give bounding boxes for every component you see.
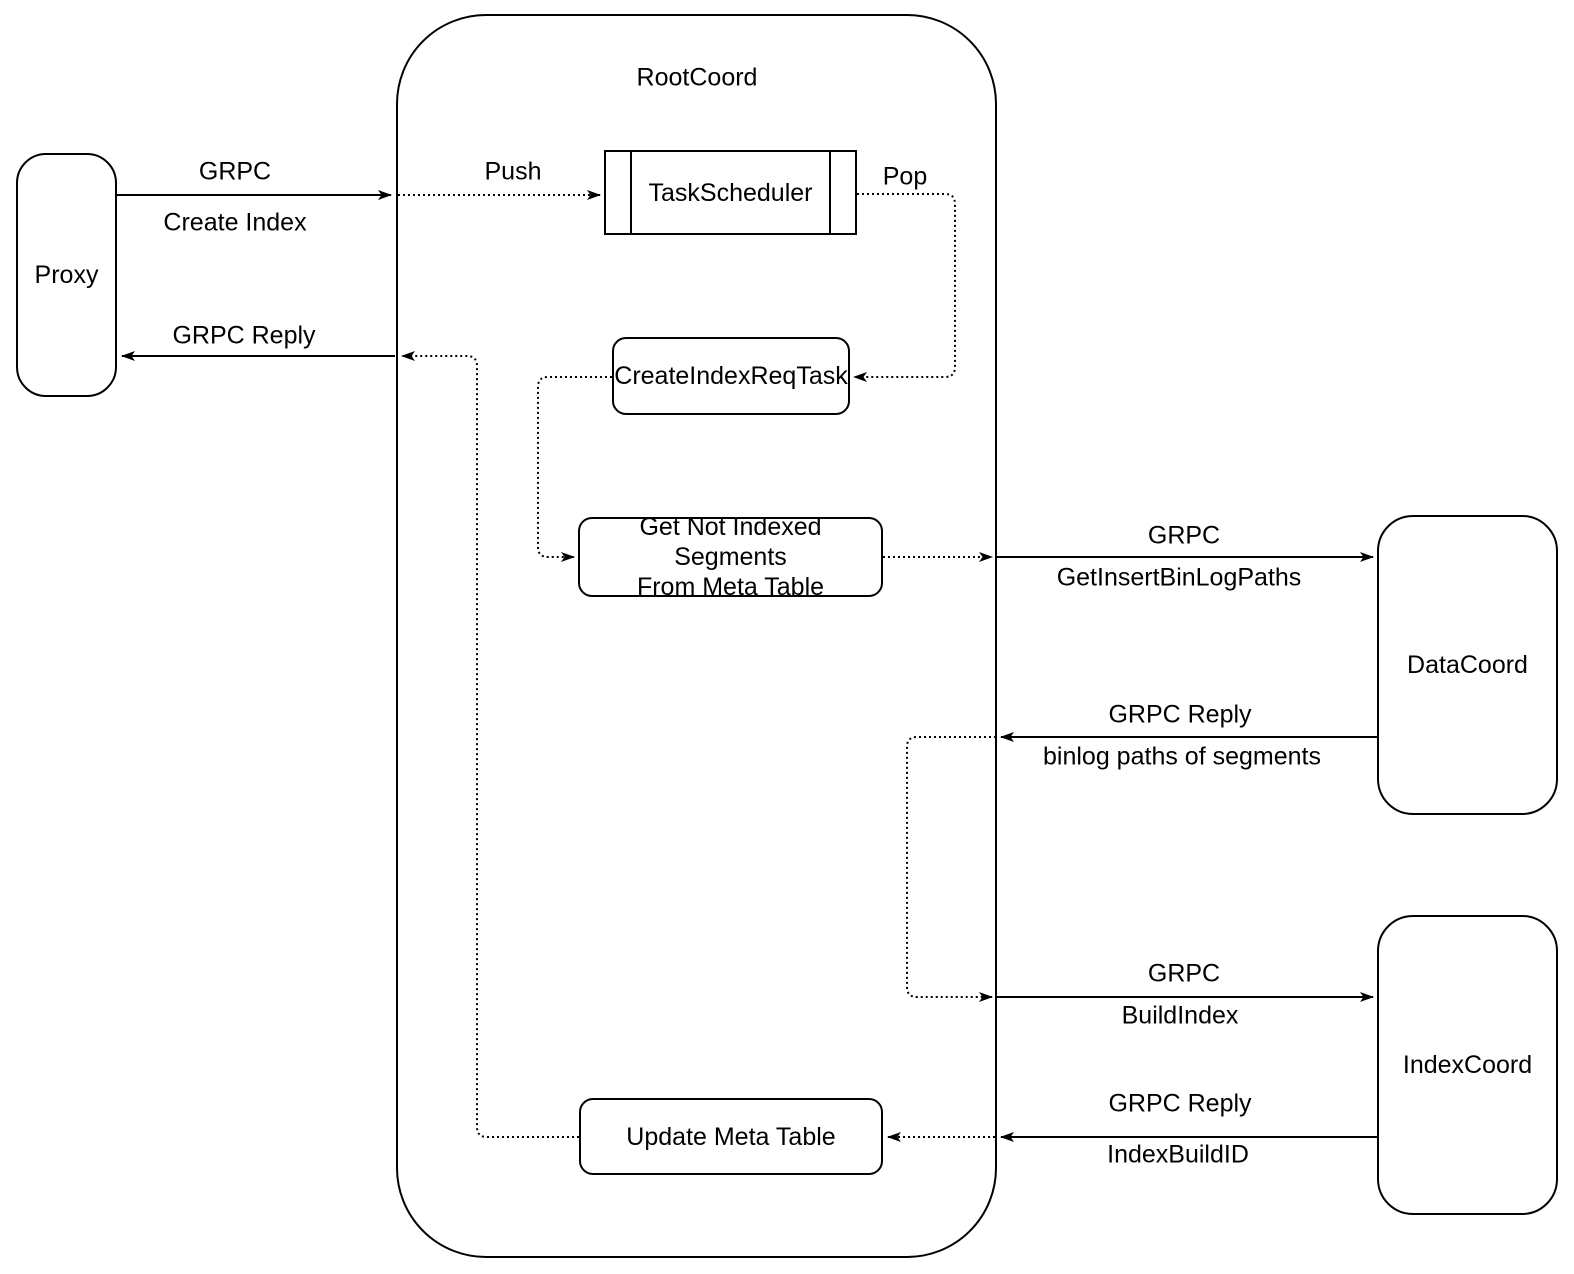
label-grpc-reply-proxy: GRPC Reply <box>172 321 316 350</box>
node-rootcoord-label: RootCoord <box>636 63 758 92</box>
label-grpc-create-index-1: GRPC <box>198 157 272 186</box>
node-index-coord-label: IndexCoord <box>1402 1051 1533 1079</box>
label-index-build-id-reply-1: GRPC Reply <box>1108 1089 1252 1118</box>
node-data-coord: DataCoord <box>1377 515 1558 815</box>
node-index-coord: IndexCoord <box>1377 915 1558 1215</box>
label-index-build-id-reply-2: IndexBuildID <box>1107 1140 1249 1169</box>
label-binlog-paths-reply-2: binlog paths of segments <box>1043 742 1321 771</box>
label-push: Push <box>484 157 542 186</box>
node-get-not-indexed-segments-line2: From Meta Table <box>636 573 825 601</box>
node-create-index-req-task: CreateIndexReqTask <box>612 337 850 415</box>
node-create-index-req-task-label: CreateIndexReqTask <box>614 362 848 390</box>
node-task-scheduler: TaskScheduler <box>604 150 857 235</box>
label-get-insert-binlog-paths-1: GRPC <box>1147 521 1221 550</box>
node-task-scheduler-label: TaskScheduler <box>648 178 813 207</box>
node-data-coord-label: DataCoord <box>1407 651 1528 679</box>
task-scheduler-left-bar <box>606 152 632 233</box>
node-proxy-label: Proxy <box>34 261 99 289</box>
label-get-insert-binlog-paths-2: GetInsertBinLogPaths <box>1056 563 1302 592</box>
node-update-meta-table-label: Update Meta Table <box>626 1122 836 1151</box>
node-get-not-indexed-segments-label: Get Not Indexed Segments From Meta Table <box>580 512 881 602</box>
label-grpc-create-index-2: Create Index <box>163 208 307 237</box>
node-rootcoord <box>396 14 997 1258</box>
label-build-index-2: BuildIndex <box>1121 1001 1239 1030</box>
task-scheduler-right-bar <box>829 152 855 233</box>
node-get-not-indexed-segments: Get Not Indexed Segments From Meta Table <box>578 513 883 601</box>
node-get-not-indexed-segments-line1: Get Not Indexed Segments <box>639 513 822 571</box>
label-pop: Pop <box>882 162 928 191</box>
label-binlog-paths-reply-1: GRPC Reply <box>1108 700 1252 729</box>
label-build-index-1: GRPC <box>1147 959 1221 988</box>
node-proxy: Proxy <box>16 153 117 397</box>
node-update-meta-table: Update Meta Table <box>579 1098 883 1175</box>
